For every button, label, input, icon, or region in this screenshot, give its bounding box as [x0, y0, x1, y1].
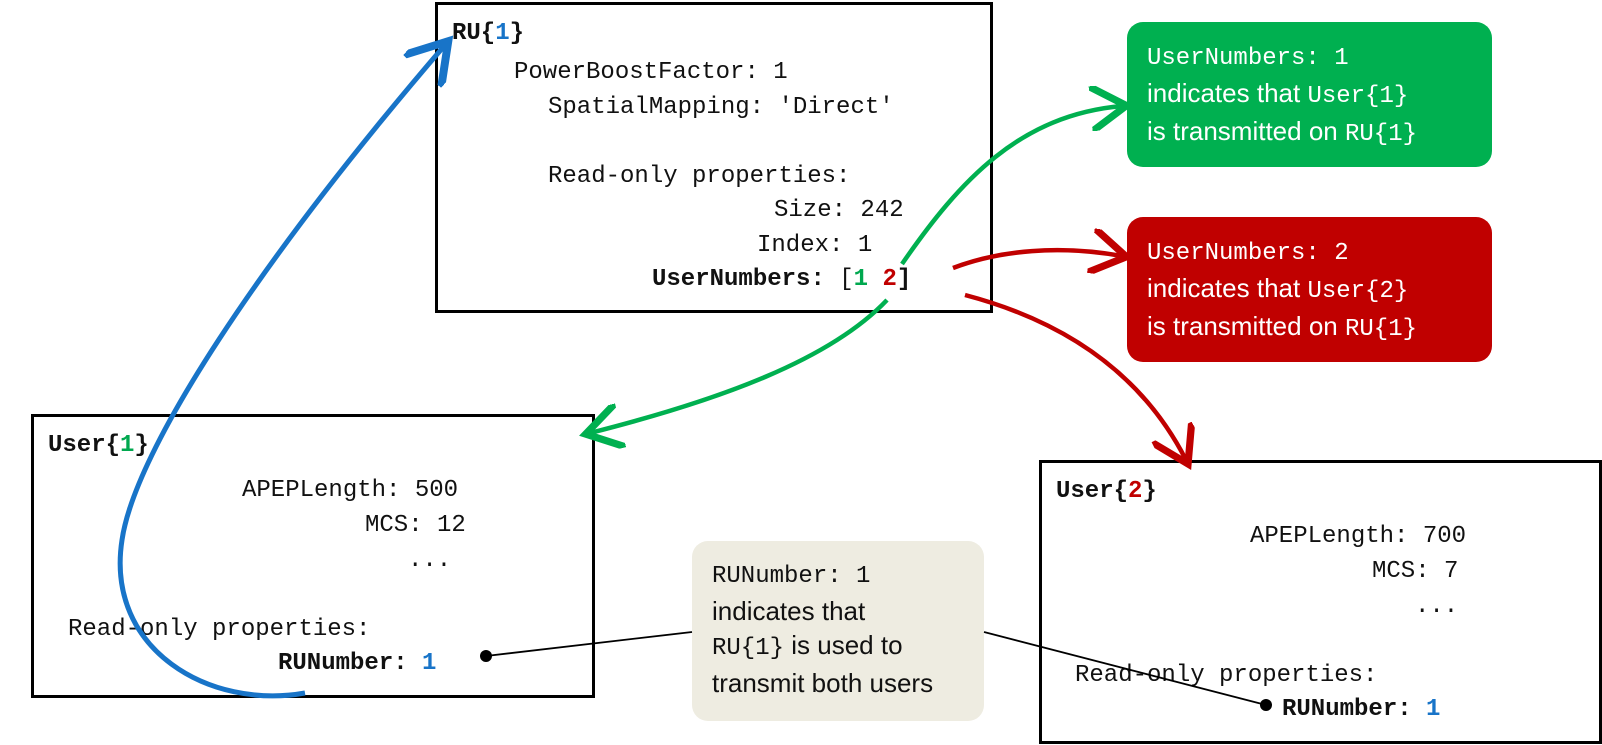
ru-user-number-1: 1 [853, 266, 869, 293]
user2-box: User{2} APEPLength: 700 MCS: 7 ... Read-… [1039, 460, 1602, 744]
ru-box-title: RU{1} [452, 20, 525, 47]
user2-mcs: MCS: 7 [1372, 558, 1459, 585]
note-beige-line3: RU{1} is used to [712, 630, 903, 662]
user1-ru-number: RUNumber: 1 [278, 650, 437, 677]
note-beige-line4: transmit both users [712, 668, 934, 698]
note-red-line2: indicates that User{2} [1147, 273, 1409, 305]
note-beige-line1: RUNumber: 1 [712, 563, 871, 590]
ru-readonly-label: Read-only properties: [548, 163, 851, 190]
note-red-line3: is transmitted on RU{1} [1147, 311, 1417, 343]
note-user-numbers-1: UserNumbers: 1 indicates that User{1} is… [1127, 22, 1492, 167]
user2-apep-length: APEPLength: 700 [1250, 523, 1467, 550]
user2-box-title: User{2} [1056, 478, 1157, 505]
ru-index: Index: 1 [757, 232, 873, 259]
arrow-usernumber1-to-user1 [590, 298, 889, 433]
note-ru-number: RUNumber: 1 indicates that RU{1} is used… [692, 541, 984, 721]
note-green-line3: is transmitted on RU{1} [1147, 116, 1417, 148]
user1-readonly-label: Read-only properties: [68, 616, 371, 643]
user1-box-title: User{1} [48, 432, 149, 459]
note-green-line2: indicates that User{1} [1147, 78, 1409, 110]
note-user-numbers-2: UserNumbers: 2 indicates that User{2} is… [1127, 217, 1492, 362]
user1-box: User{1} APEPLength: 500 MCS: 12 ... Read… [31, 414, 595, 698]
note-red-line1: UserNumbers: 2 [1147, 240, 1349, 267]
ru-user-numbers: UserNumbers: [1 2] [652, 266, 912, 293]
note-green-line1: UserNumbers: 1 [1147, 45, 1349, 72]
user1-mcs: MCS: 12 [365, 512, 466, 539]
user1-ellipsis: ... [408, 547, 452, 574]
user2-ru-number: RUNumber: 1 [1282, 696, 1441, 723]
ru-power-boost: PowerBoostFactor: 1 [514, 59, 788, 86]
user2-readonly-label: Read-only properties: [1075, 662, 1378, 689]
ru-spatial-mapping: SpatialMapping: 'Direct' [548, 94, 894, 121]
ru-size: Size: 242 [774, 197, 904, 224]
user1-apep-length: APEPLength: 500 [242, 477, 459, 504]
note-beige-line2: indicates that [712, 596, 866, 626]
ru-box: RU{1} PowerBoostFactor: 1 SpatialMapping… [435, 2, 993, 313]
ru-user-number-2: 2 [882, 266, 897, 293]
user2-ellipsis: ... [1415, 593, 1459, 620]
